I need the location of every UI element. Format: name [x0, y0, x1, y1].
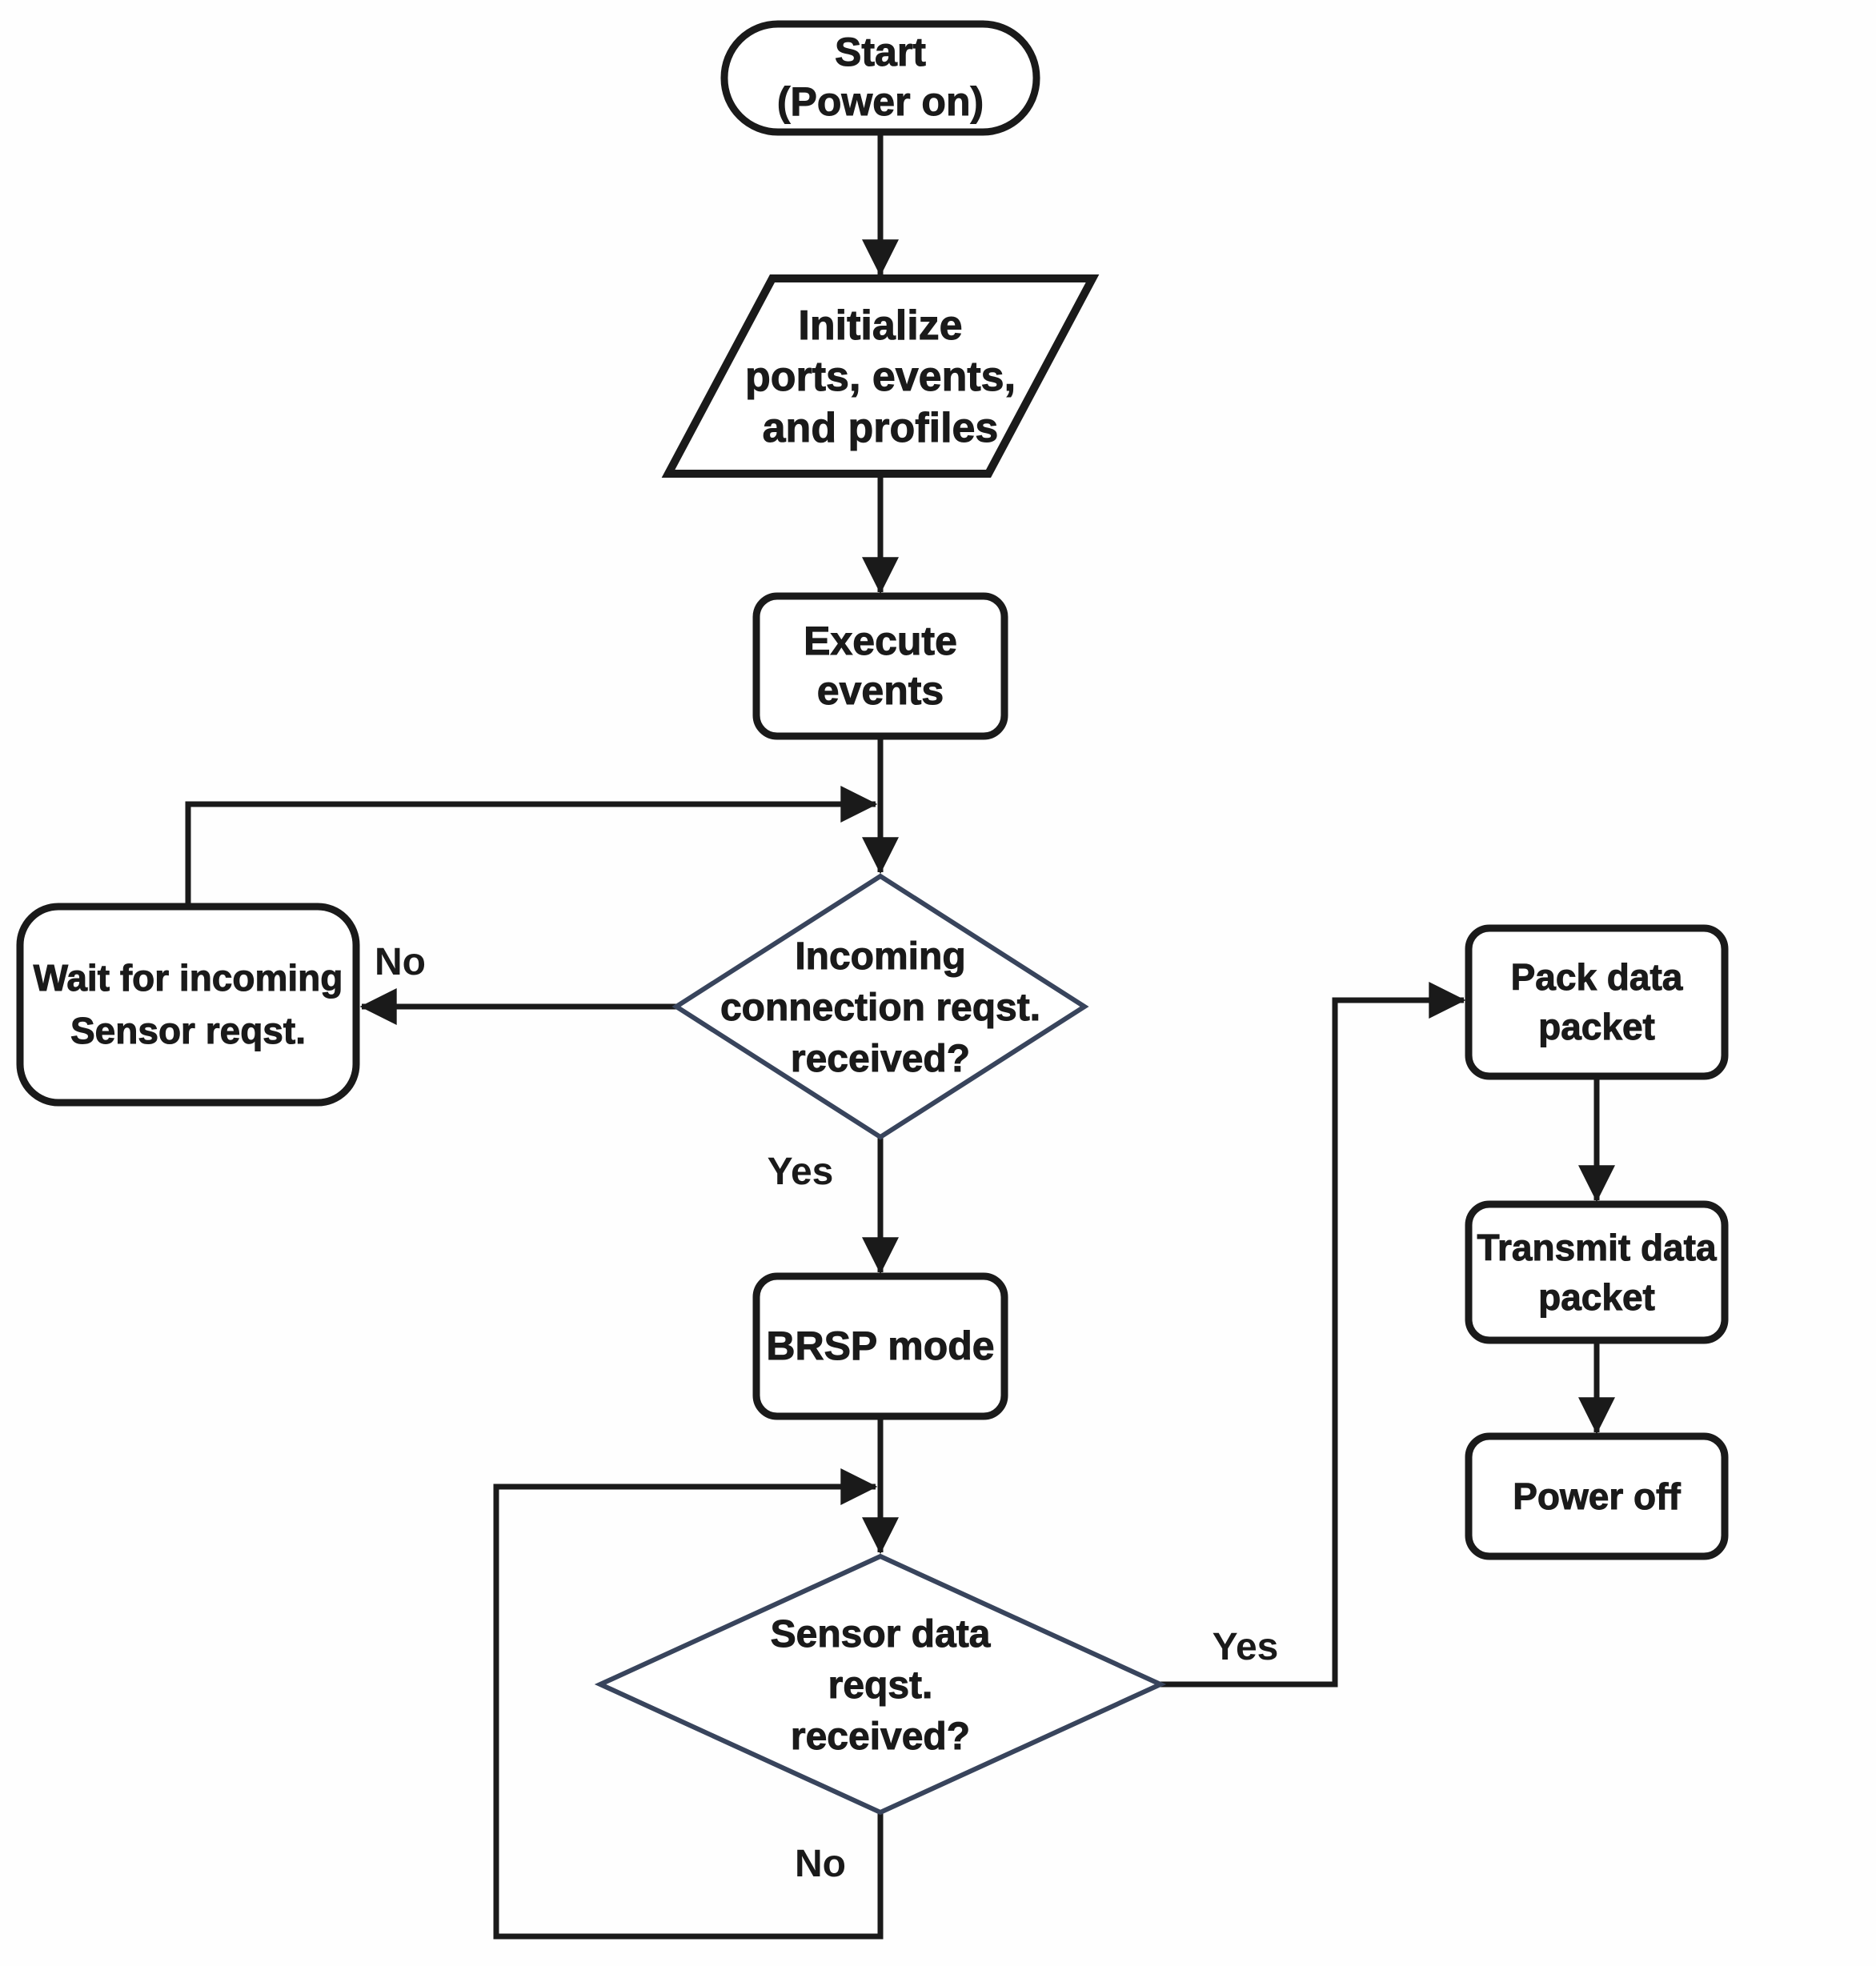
- incoming-decision-label-line1: Incoming: [795, 935, 965, 978]
- connector-layer: [185, 132, 1615, 1940]
- edge-label-layer: No Yes Yes No: [375, 941, 1278, 1885]
- edge-sensor-yes-to-pack: [1160, 982, 1466, 1688]
- node-layer: Start (Power on) Initialize ports, event…: [16, 20, 1729, 1816]
- init-label-line1: Initialize: [798, 302, 962, 349]
- label-incoming-yes: Yes: [768, 1151, 834, 1193]
- transmit-process-shape: [1465, 1200, 1729, 1344]
- edge-sensor-no-loop: [493, 1468, 884, 1940]
- execute-process-shape: [752, 592, 1008, 740]
- start-terminator-shape: [720, 20, 1040, 136]
- incoming-decision-diamond-shape: [671, 873, 1089, 1140]
- label-incoming-no: No: [375, 941, 426, 983]
- transmit-label-line2: packet: [1538, 1276, 1655, 1318]
- sensor-decision-label-line2: reqst.: [828, 1664, 933, 1707]
- execute-label-line2: events: [817, 668, 944, 713]
- power-process-shape: [1465, 1432, 1729, 1560]
- label-sensor-no: No: [795, 1843, 846, 1885]
- init-label-line3: and profiles: [763, 405, 999, 451]
- start-label-line2: (Power on): [777, 79, 984, 124]
- init-label-line2: ports, events,: [745, 354, 1016, 400]
- brsp-label: BRSP mode: [766, 1323, 994, 1368]
- sensor-decision-label-line3: received?: [791, 1716, 970, 1758]
- pack-label-line1: Pack data: [1511, 956, 1683, 998]
- incoming-decision-label-line3: received?: [791, 1038, 970, 1080]
- transmit-label-line1: Transmit data: [1477, 1227, 1717, 1268]
- brsp-process-shape: [752, 1272, 1008, 1420]
- power-label: Power off: [1513, 1476, 1681, 1517]
- edge-wait-loopback: [185, 786, 878, 907]
- init-io-parallelogram-shape: [661, 274, 1100, 478]
- pack-process-shape: [1465, 924, 1729, 1080]
- pack-label-line2: packet: [1538, 1006, 1655, 1047]
- start-label-line1: Start: [835, 30, 926, 74]
- sensor-decision-label-line1: Sensor data: [771, 1613, 991, 1656]
- sensor-decision-diamond-shape: [594, 1553, 1167, 1816]
- wait-label-line1: Wait for incoming: [34, 957, 343, 999]
- wait-process-shape: [16, 903, 360, 1107]
- wait-label-line2: Sensor reqst.: [70, 1010, 306, 1051]
- incoming-decision-label-line2: connection reqst.: [720, 987, 1040, 1029]
- execute-label-line1: Execute: [804, 619, 957, 663]
- label-sensor-yes: Yes: [1213, 1626, 1279, 1668]
